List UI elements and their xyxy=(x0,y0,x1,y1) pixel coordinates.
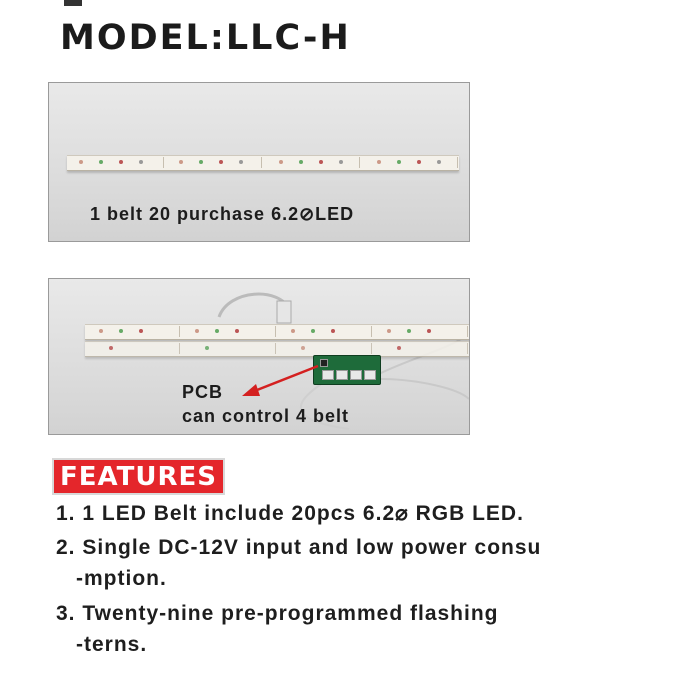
feature-item: 3. Twenty-nine pre-programmed flashing -… xyxy=(56,598,499,660)
pcb-caption: PCB can control 4 belt xyxy=(182,380,349,428)
led-belt-photo xyxy=(48,82,470,242)
feature-item: 1. 1 LED Belt include 20pcs 6.2⌀ RGB LED… xyxy=(56,498,524,529)
led-belt-strip xyxy=(67,155,459,171)
arrow-pointer-icon xyxy=(242,364,319,396)
feature-item: 2. Single DC-12V input and low power con… xyxy=(56,532,541,594)
pcb-controller-photo xyxy=(48,278,470,435)
pcb-board xyxy=(313,355,381,385)
feature-line: 2. Single DC-12V input and low power con… xyxy=(56,536,542,559)
feature-line-continued: -terns. xyxy=(76,633,148,656)
feature-line-continued: -mption. xyxy=(76,567,167,590)
top-edge-fragment xyxy=(64,0,82,6)
features-heading: FEATURES xyxy=(52,458,225,495)
led-belt-strip xyxy=(85,324,469,340)
feature-line: 1. 1 LED Belt include 20pcs 6.2⌀ RGB LED… xyxy=(56,502,524,525)
pcb-label: PCB xyxy=(182,382,224,402)
page-title: MODEL:LLC-H xyxy=(60,18,351,58)
pcb-description: can control 4 belt xyxy=(182,406,350,426)
belt-caption: 1 belt 20 purchase 6.2⊘LED xyxy=(90,204,355,224)
led-belt-strip xyxy=(85,341,469,357)
feature-line: 3. Twenty-nine pre-programmed flashing xyxy=(56,602,499,625)
wire-cables xyxy=(217,292,469,430)
